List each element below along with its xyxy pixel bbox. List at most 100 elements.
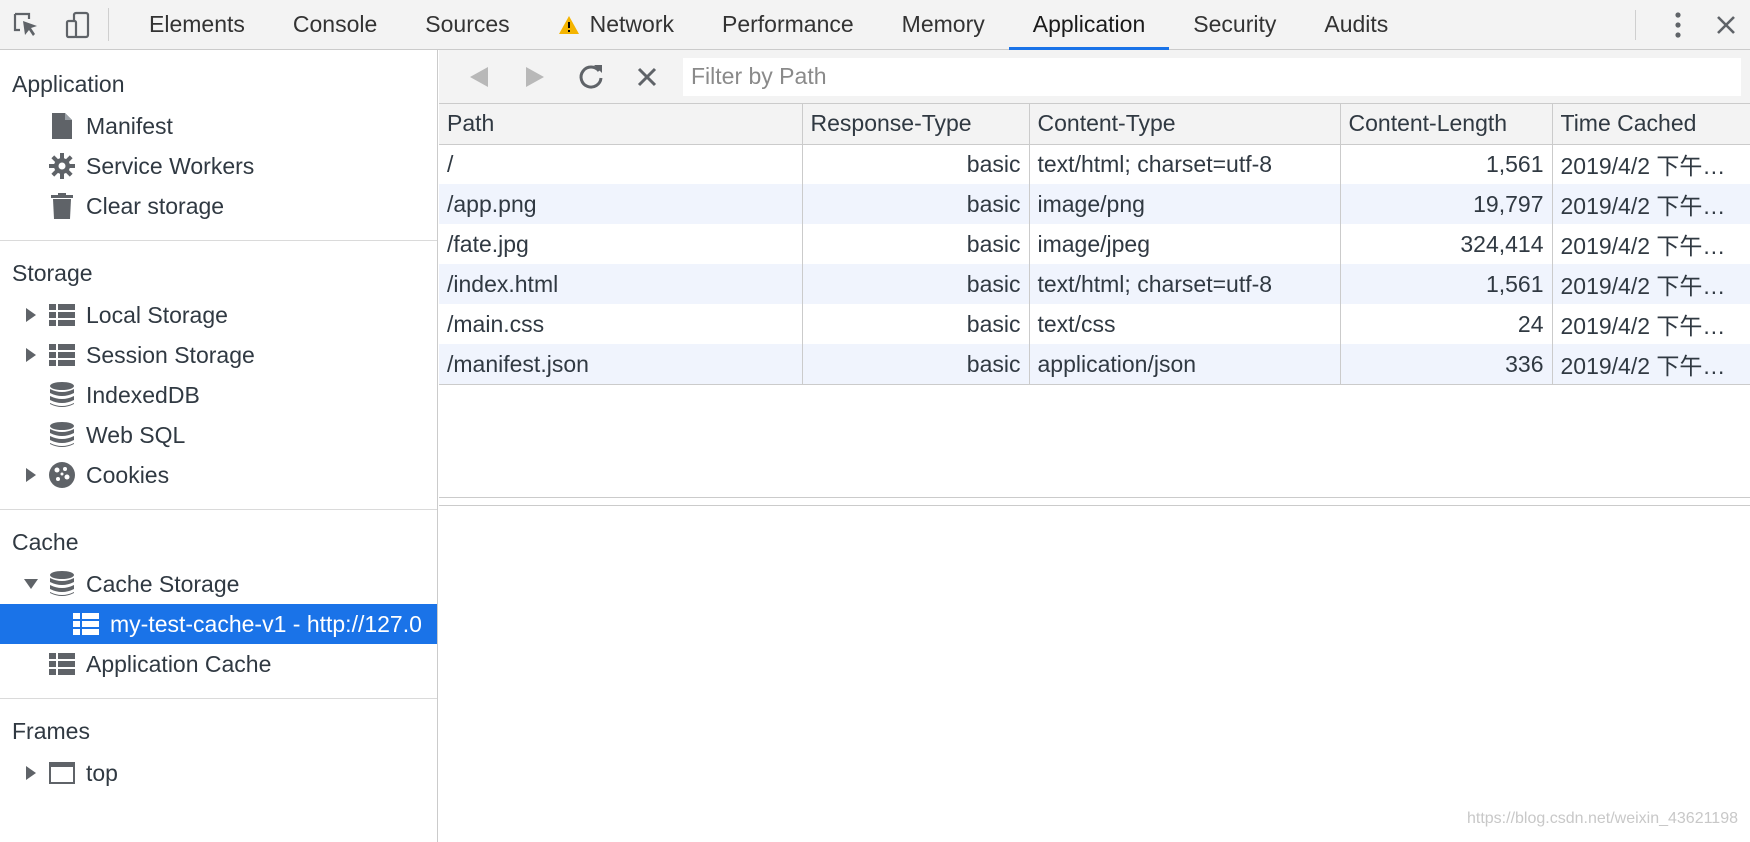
tab-label: Audits: [1324, 11, 1389, 37]
tab-label: Elements: [149, 11, 245, 37]
section-title-application: Application: [12, 70, 125, 97]
table-row[interactable]: /fate.jpg basic image/jpeg 324,414 2019/…: [439, 224, 1750, 264]
sidebar-item-label: Cache Storage: [86, 570, 240, 597]
column-header-time-cached[interactable]: Time Cached: [1552, 104, 1750, 145]
column-header-path[interactable]: Path: [439, 104, 803, 145]
split-resizer[interactable]: [439, 498, 1750, 506]
database-icon: [42, 571, 82, 597]
tab-memory[interactable]: Memory: [878, 0, 1009, 49]
next-page-button[interactable]: [507, 50, 563, 104]
close-icon[interactable]: [1702, 0, 1750, 50]
watermark-text: https://blog.csdn.net/weixin_43621198: [1466, 810, 1738, 827]
column-header-response-type[interactable]: Response-Type: [802, 104, 1030, 145]
tab-network[interactable]: Network: [534, 0, 698, 49]
cell-path: /fate.jpg: [439, 224, 803, 264]
cache-storage-panel: Path Response-Type Content-Type Content-…: [439, 50, 1750, 842]
cell-response-type: basic: [802, 264, 1030, 304]
section-divider: [0, 509, 437, 510]
table-row[interactable]: /app.png basic image/png 19,797 2019/4/2…: [439, 184, 1750, 224]
devtools-tab-bar: Elements Console Sources Network Perform…: [0, 0, 1750, 50]
tab-console[interactable]: Console: [269, 0, 401, 49]
sidebar-item-cache-storage[interactable]: Cache Storage: [0, 564, 437, 604]
expand-arrow-icon[interactable]: [20, 468, 42, 482]
sidebar-item-label: Clear storage: [86, 192, 225, 219]
tab-audits[interactable]: Audits: [1300, 0, 1412, 49]
table-header-row: Path Response-Type Content-Type Content-…: [439, 104, 1750, 145]
cell-path: /manifest.json: [439, 344, 803, 384]
cell-path: /app.png: [439, 184, 803, 224]
table-row[interactable]: /main.css basic text/css 24 2019/4/2 下午…: [439, 304, 1750, 344]
table-row[interactable]: / basic text/html; charset=utf-8 1,561 2…: [439, 144, 1750, 184]
expand-arrow-icon[interactable]: [20, 348, 42, 362]
sidebar-item-cookies[interactable]: Cookies: [0, 455, 437, 495]
arrow-right-icon: [526, 66, 544, 87]
tab-label: Sources: [425, 11, 510, 37]
cell-content-type: image/jpeg: [1029, 224, 1341, 264]
section-divider: [0, 698, 437, 699]
cell-content-length: 336: [1340, 344, 1553, 384]
tab-label: Application: [1032, 11, 1146, 37]
trash-icon: [42, 193, 82, 219]
cell-content-length: 19,797: [1340, 184, 1553, 224]
device-toolbar-icon[interactable]: [52, 0, 104, 49]
cell-response-type: basic: [802, 144, 1030, 184]
sidebar-item-indexeddb[interactable]: IndexedDB: [0, 375, 437, 415]
cell-time-cached: 2019/4/2 下午…: [1552, 144, 1750, 184]
cell-content-type: text/html; charset=utf-8: [1029, 144, 1341, 184]
cell-time-cached: 2019/4/2 下午…: [1552, 304, 1750, 344]
table-row[interactable]: /index.html basic text/html; charset=utf…: [439, 264, 1750, 304]
cell-time-cached: 2019/4/2 下午…: [1552, 344, 1750, 384]
table-row[interactable]: /manifest.json basic application/json 33…: [439, 344, 1750, 384]
tab-label: Memory: [901, 11, 985, 37]
cell-path: /: [439, 144, 803, 184]
previous-page-button[interactable]: [451, 50, 507, 104]
delete-entry-button[interactable]: [619, 50, 675, 104]
sidebar-item-manifest[interactable]: Manifest: [0, 106, 437, 146]
refresh-button[interactable]: [563, 50, 619, 104]
refresh-icon: [579, 64, 603, 89]
cell-content-length: 1,561: [1340, 144, 1553, 184]
sidebar-item-top-frame[interactable]: top: [0, 753, 437, 793]
more-options-icon[interactable]: [1654, 0, 1702, 50]
cell-content-length: 1,561: [1340, 264, 1553, 304]
sidebar-item-label: top: [86, 759, 118, 786]
sidebar-item-clear-storage[interactable]: Clear storage: [0, 186, 437, 226]
warning-icon: [558, 15, 580, 35]
cell-path: /index.html: [439, 264, 803, 304]
sidebar-item-web-sql[interactable]: Web SQL: [0, 415, 437, 455]
table-empty-area: [439, 385, 1750, 498]
section-title-cache: Cache: [12, 528, 79, 555]
cell-path: /main.css: [439, 304, 803, 344]
filter-by-path-input[interactable]: [683, 57, 1741, 96]
sidebar-item-service-workers[interactable]: Service Workers: [0, 146, 437, 186]
cell-response-type: basic: [802, 304, 1030, 344]
sidebar-item-application-cache[interactable]: Application Cache: [0, 644, 437, 684]
collapse-arrow-icon[interactable]: [20, 579, 42, 589]
tab-elements[interactable]: Elements: [125, 0, 269, 49]
sidebar-item-session-storage[interactable]: Session Storage: [0, 335, 437, 375]
toolbar-divider: [108, 8, 109, 41]
cell-content-type: text/css: [1029, 304, 1341, 344]
inspect-element-icon[interactable]: [0, 0, 52, 49]
toolbar-divider: [1635, 9, 1636, 40]
column-header-content-type[interactable]: Content-Type: [1029, 104, 1341, 145]
tab-security[interactable]: Security: [1169, 0, 1300, 49]
expand-arrow-icon[interactable]: [20, 308, 42, 322]
cell-response-type: basic: [802, 224, 1030, 264]
tab-sources[interactable]: Sources: [401, 0, 533, 49]
grid-icon: [42, 304, 82, 326]
column-header-content-length[interactable]: Content-Length: [1340, 104, 1553, 145]
tab-application[interactable]: Application: [1008, 0, 1170, 50]
cell-content-type: image/png: [1029, 184, 1341, 224]
cache-entries-table: Path Response-Type Content-Type Content-…: [439, 104, 1750, 384]
sidebar-item-my-test-cache[interactable]: my-test-cache-v1 - http://127.0: [0, 604, 437, 644]
sidebar-item-label: Cookies: [86, 461, 170, 488]
cell-content-length: 24: [1340, 304, 1553, 344]
sidebar-item-label: Web SQL: [86, 421, 186, 448]
cell-time-cached: 2019/4/2 下午…: [1552, 224, 1750, 264]
tab-performance[interactable]: Performance: [698, 0, 878, 49]
sidebar-item-label: Manifest: [86, 112, 173, 139]
sidebar-item-local-storage[interactable]: Local Storage: [0, 295, 437, 335]
expand-arrow-icon[interactable]: [20, 766, 42, 780]
cookie-icon: [42, 462, 82, 488]
